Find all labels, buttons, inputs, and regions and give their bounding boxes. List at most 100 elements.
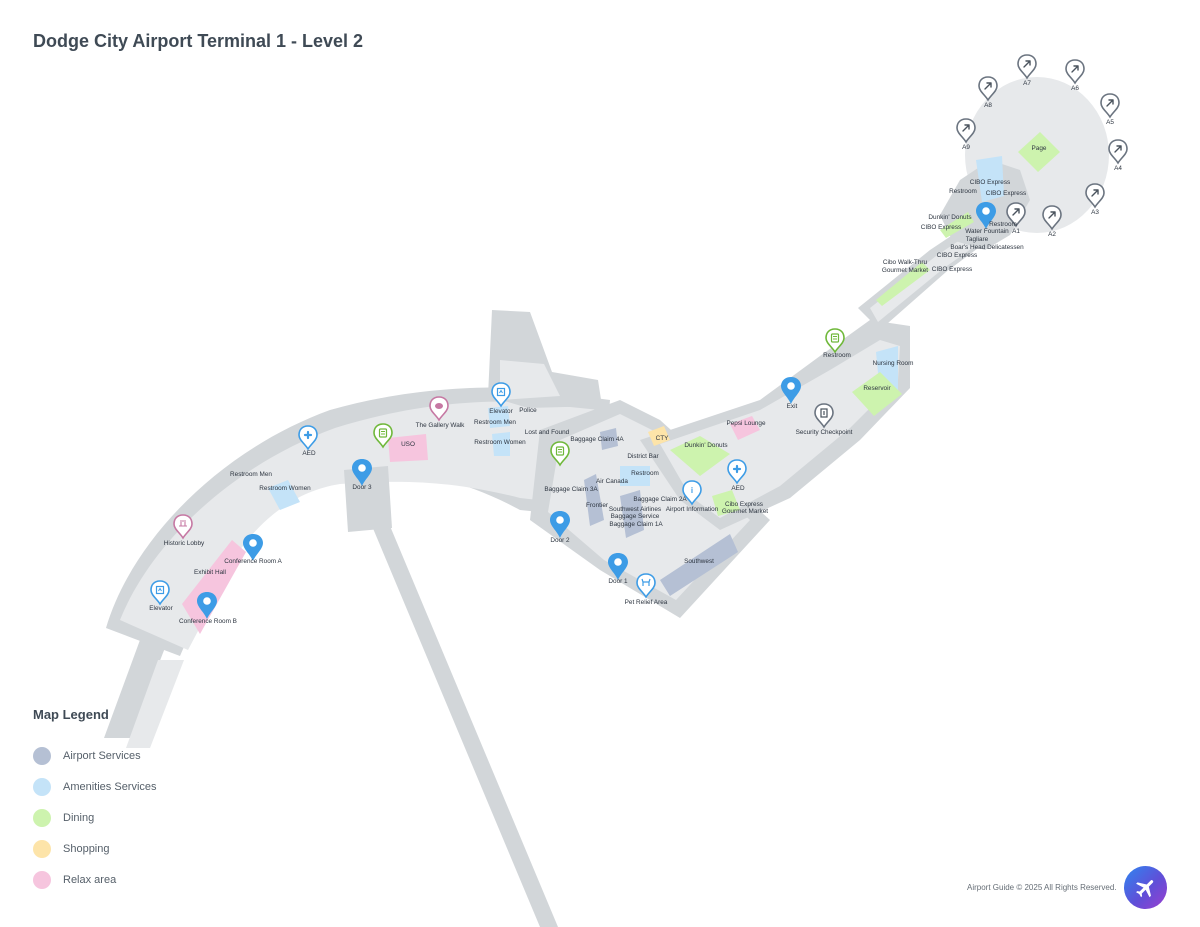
map-legend: Map Legend Airport Services Amenities Se… <box>33 707 157 895</box>
airport-guide-logo[interactable] <box>1124 866 1167 909</box>
place-label: Gourmet Market <box>882 267 928 274</box>
restroom-women-top-zone[interactable] <box>492 432 510 456</box>
gate-labels: A1 A2 A3 A4 A5 A6 A7 A8 A9 <box>962 80 1122 238</box>
place-label: Pet Relief Area <box>625 599 668 606</box>
place-label: Air Canada <box>596 478 628 485</box>
page-zone[interactable] <box>1018 132 1060 172</box>
reservoir-zone[interactable] <box>852 372 902 416</box>
zones <box>182 132 1060 634</box>
place-label: Exhibit Hall <box>194 569 226 576</box>
first-aid-cross-icon[interactable] <box>727 459 747 485</box>
first-aid-cross-icon[interactable] <box>298 425 318 451</box>
place-label: Southwest Airlines <box>609 506 661 513</box>
place-label: Restroom Women <box>259 485 311 492</box>
place-label: The Gallery Walk <box>416 422 466 429</box>
legend-swatch <box>33 808 51 827</box>
legend-item-amenities-services[interactable]: Amenities Services <box>33 771 157 802</box>
place-label: Conference Room A <box>224 558 282 565</box>
baggage-claim-1a-zone[interactable] <box>620 490 644 538</box>
gate-label: A7 <box>1023 80 1031 87</box>
dunkin-a-zone[interactable] <box>940 212 974 238</box>
gate-label: A5 <box>1106 119 1114 126</box>
legend-label: Relax area <box>63 873 117 886</box>
restroom-center-zone[interactable] <box>620 466 650 486</box>
restroom-a-zone[interactable] <box>976 156 1004 202</box>
place-label: Restroom Men <box>230 471 272 478</box>
place-label: Restroom <box>989 221 1017 228</box>
page-title: Dodge City Airport Terminal 1 - Level 2 <box>33 31 364 51</box>
gate-arrow-icon[interactable] <box>1100 93 1120 118</box>
elevator-icon[interactable] <box>491 382 511 408</box>
place-label: Dunkin' Donuts <box>684 442 727 449</box>
place-label: Conference Room B <box>179 618 237 625</box>
place-label: Police <box>519 407 537 414</box>
dining-icon[interactable] <box>373 423 393 449</box>
baggage-claim-3a-zone[interactable] <box>584 474 604 526</box>
gate-arrow-icon[interactable] <box>1108 139 1128 164</box>
place-label: Tagliare <box>966 236 989 243</box>
place-label: AED <box>302 450 316 457</box>
restroom-men-top-zone[interactable] <box>488 406 510 428</box>
cibo-walk-thru-zone[interactable] <box>876 262 930 306</box>
baggage-claim-4a-zone[interactable] <box>600 428 618 450</box>
place-label: CIBO Express <box>986 190 1027 197</box>
gate-arrow-icon[interactable] <box>1017 54 1037 79</box>
place-label: Lost and Found <box>525 429 570 436</box>
place-label: Restroom Women <box>474 439 526 446</box>
legend-swatch <box>33 839 51 858</box>
place-label: Baggage Claim 4A <box>570 436 624 443</box>
gate-label: A8 <box>984 102 992 109</box>
information-icon[interactable]: i <box>682 480 702 506</box>
security-checkpoint-icon[interactable] <box>814 403 834 429</box>
place-label: CIBO Express <box>937 252 978 259</box>
exhibit-hall-zone[interactable] <box>182 540 246 634</box>
gate-label: A6 <box>1071 85 1079 92</box>
place-label: Pepsi Lounge <box>726 420 766 427</box>
southwest-zone[interactable] <box>660 534 738 596</box>
legend-swatch <box>33 870 51 889</box>
gate-label: A4 <box>1114 165 1122 172</box>
map-pin-icon[interactable] <box>243 534 263 561</box>
place-label: Boar's Head Delicatessen <box>950 244 1024 251</box>
place-label: Baggage Claim 3A <box>544 486 598 493</box>
place-label: Dunkin' Donuts <box>928 214 971 221</box>
legend-item-airport-services[interactable]: Airport Services <box>33 740 157 771</box>
dining-icon[interactable] <box>550 441 570 467</box>
gate-arrow-icon[interactable] <box>1065 59 1085 84</box>
cibo-express-gm-zone[interactable] <box>712 490 740 516</box>
cty-zone[interactable] <box>648 426 670 446</box>
gate-label: A9 <box>962 144 970 151</box>
place-label: Baggage Claim 1A <box>609 521 663 528</box>
place-label: Door 3 <box>352 484 372 491</box>
place-label: Security Checkpoint <box>796 429 853 436</box>
place-labels: Page CIBO Express CIBO Express Restroom … <box>149 145 1047 625</box>
legend-item-relax-area[interactable]: Relax area <box>33 864 157 895</box>
historic-fountain-icon[interactable] <box>173 514 193 540</box>
place-label: USO <box>401 441 415 448</box>
gate-label: A3 <box>1091 209 1099 216</box>
dining-icon[interactable] <box>825 328 845 354</box>
elevator-icon[interactable] <box>150 580 170 606</box>
place-label: Cibo Express <box>725 501 763 508</box>
place-label: Water Fountain <box>965 228 1009 235</box>
legend-item-dining[interactable]: Dining <box>33 802 157 833</box>
airplane-icon <box>1135 879 1153 897</box>
place-label: CTY <box>656 435 670 442</box>
place-label: Restroom <box>631 470 659 477</box>
pet-relief-icon[interactable] <box>636 573 656 599</box>
place-label: CIBO Express <box>921 224 962 231</box>
place-label: Southwest <box>684 558 714 565</box>
legend-swatch <box>33 746 51 765</box>
place-label: Baggage Service <box>611 513 660 520</box>
pepsi-lounge-zone[interactable] <box>730 416 760 440</box>
place-label: Exit <box>787 403 798 410</box>
legend-item-shopping[interactable]: Shopping <box>33 833 157 864</box>
dunkin-donuts-zone[interactable] <box>670 436 730 476</box>
art-palette-icon[interactable] <box>429 396 449 422</box>
place-label: District Bar <box>627 453 659 460</box>
place-label: Nursing Room <box>873 360 914 367</box>
uso-zone[interactable] <box>388 434 428 462</box>
place-label: Page <box>1032 145 1047 152</box>
restroom-women-left-zone[interactable] <box>268 480 300 510</box>
